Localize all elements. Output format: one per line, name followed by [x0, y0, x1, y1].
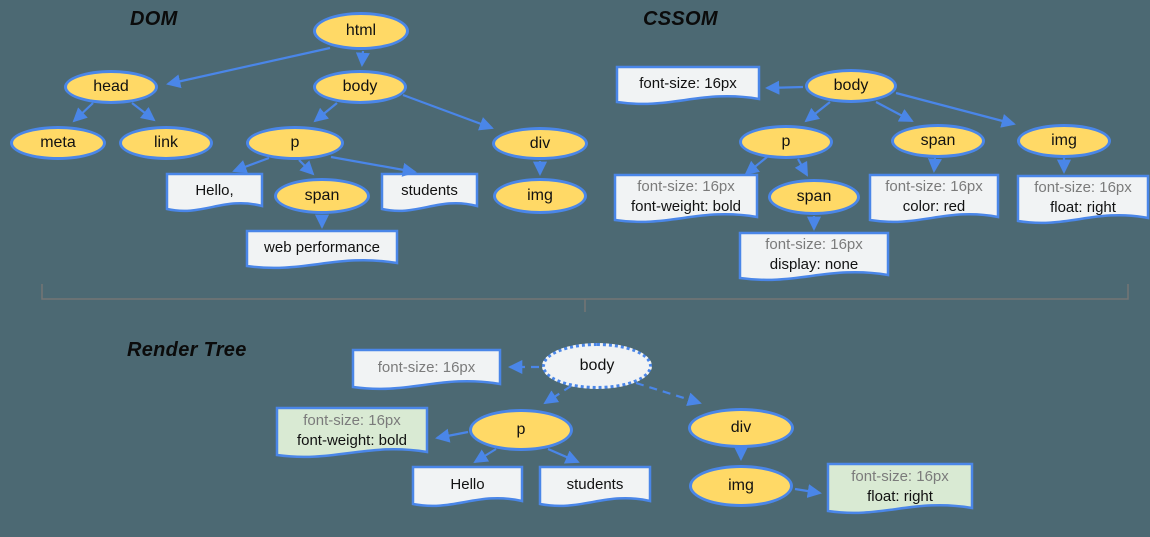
arrow-cssom-body-to-span: [875, 101, 914, 122]
cssom-body-rule-box-shape: [615, 65, 761, 106]
cssom-node-p: p: [739, 125, 833, 159]
dom-node-p: p: [246, 126, 344, 160]
arrow-render-p-to-hello: [473, 448, 497, 464]
arrow-render-img-to-style: [794, 484, 822, 499]
render-text-students: students: [566, 476, 624, 493]
dom-node-img: img: [493, 178, 587, 214]
arrow-body-to-div: [402, 93, 494, 131]
render-hello-box-shape: [411, 465, 524, 508]
dom-hello-box-shape: [165, 172, 264, 213]
cssom-tree-arrows: [744, 80, 1072, 231]
css-rule-line: float: right: [867, 488, 933, 505]
dom-tree-arrows: [72, 46, 548, 229]
arrow-render-p-to-students: [547, 447, 580, 464]
cssom-rule-p: font-size: 16px font-weight: bold: [615, 177, 757, 217]
css-rule-line: font-weight: bold: [296, 432, 408, 449]
render-node-body: body: [542, 343, 652, 389]
dom-text-hello: Hello,: [195, 182, 234, 199]
cssom-span-child-rule-box-shape: [738, 231, 890, 282]
cssom-title: CSSOM: [643, 8, 718, 30]
render-style-body: font-size: 16px: [353, 352, 500, 384]
arrow-cssom-p-to-span-child: [794, 158, 808, 177]
dom-node-div: div: [492, 127, 588, 160]
css-rule-line: font-size: 16px: [377, 359, 476, 376]
merge-bracket-line: [41, 284, 1129, 300]
cssom-rule-span-child: font-size: 16px display: none: [740, 235, 888, 275]
render-text-hello: Hello: [450, 476, 485, 493]
render-node-p: p: [469, 409, 573, 451]
css-rule-line: font-size: 16px: [1034, 179, 1132, 196]
css-rule-line: display: none: [769, 256, 859, 273]
render-p-style-box-shape: [275, 406, 429, 459]
cssom-node-img: img: [1017, 124, 1111, 158]
arrow-p-to-students: [330, 155, 417, 177]
cssom-rule-body: font-size: 16px: [617, 69, 759, 99]
arrow-head-to-meta: [72, 102, 94, 123]
cssom-span-rule-box-shape: [868, 173, 1000, 224]
arrow-p-to-hello: [232, 156, 270, 174]
cssom-node-span: span: [891, 124, 985, 158]
dom-text-students: students: [401, 182, 458, 199]
dom-text-web-performance: web performance: [264, 239, 380, 256]
cssom-img-rule-box-shape: [1016, 174, 1150, 225]
render-node-div: div: [688, 408, 794, 448]
render-img-style-box-shape: [826, 462, 974, 515]
arrow-cssom-body-to-p: [804, 101, 831, 123]
css-rule-line: color: red: [902, 198, 966, 215]
render-tree-title: Render Tree: [127, 339, 247, 361]
dom-students-box-shape: [380, 172, 479, 213]
dom-node-meta: meta: [10, 126, 106, 160]
arrow-html-to-body: [355, 50, 370, 67]
css-rule-line: font-size: 16px: [639, 75, 737, 92]
dom-node-html: html: [313, 12, 409, 50]
render-students-box-shape: [538, 465, 652, 508]
render-tree-arrows: [435, 359, 822, 499]
css-rule-line: float: right: [1050, 199, 1116, 216]
arrow-cssom-span-to-rule: [927, 157, 942, 173]
arrow-p-to-span: [298, 159, 315, 176]
arrow-head-to-link: [131, 102, 156, 122]
render-style-img: font-size: 16px float: right: [828, 466, 972, 508]
arrow-render-body-to-p: [543, 385, 572, 405]
arrow-cssom-body-to-img: [895, 91, 1016, 128]
css-rule-line: font-weight: bold: [630, 198, 742, 215]
css-rule-line: font-size: 16px: [851, 468, 949, 485]
cssom-node-span-child: span: [768, 179, 860, 215]
css-rule-line: font-size: 16px: [303, 412, 401, 429]
render-body-style-box-shape: [351, 348, 502, 391]
cssom-rule-img: font-size: 16px float: right: [1018, 178, 1148, 218]
dom-node-head: head: [64, 70, 158, 104]
arrow-html-to-head: [166, 46, 331, 89]
cssom-rule-span: font-size: 16px color: red: [870, 177, 998, 217]
css-rule-line: font-size: 16px: [637, 178, 735, 195]
css-rule-line: font-size: 16px: [885, 178, 983, 195]
arrow-body-to-p: [313, 102, 338, 123]
css-rule-line: font-size: 16px: [765, 236, 863, 253]
dom-node-link: link: [119, 126, 213, 160]
arrow-cssom-p-to-rule: [744, 156, 768, 176]
dom-node-span: span: [274, 178, 370, 214]
arrow-render-p-to-style: [435, 428, 469, 443]
dom-web-performance-box-shape: [245, 229, 399, 270]
render-style-p: font-size: 16px font-weight: bold: [277, 410, 427, 452]
dom-node-body: body: [313, 70, 407, 104]
cssom-p-rule-box-shape: [613, 173, 759, 224]
arrow-render-body-to-div: [635, 381, 702, 407]
dom-title: DOM: [130, 8, 178, 30]
arrow-cssom-body-to-rule: [765, 80, 804, 95]
render-node-img: img: [689, 465, 793, 507]
cssom-node-body: body: [805, 69, 897, 103]
